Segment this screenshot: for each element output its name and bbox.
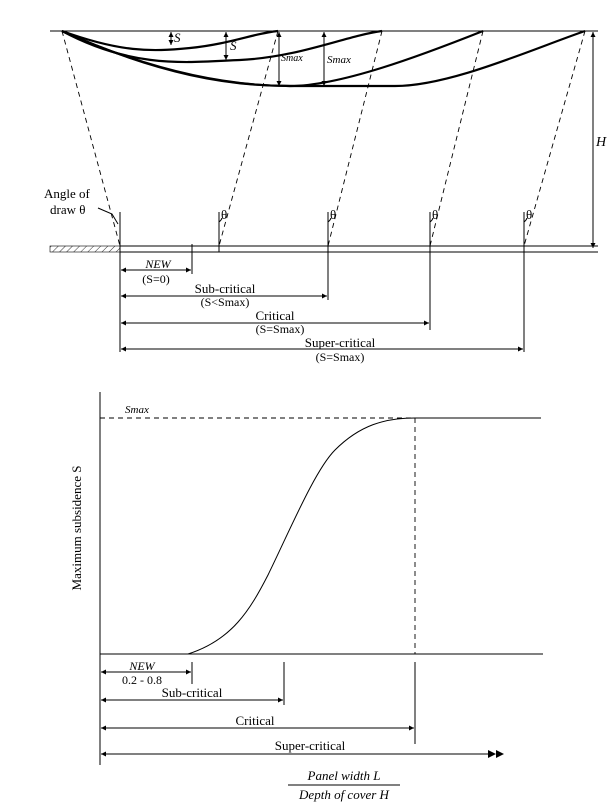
- range-critical-name: Critical: [256, 308, 295, 323]
- bottom-graph: Smax Maximum subsidence S NEW 0.2 - 0.8 …: [69, 392, 543, 802]
- draw-line-left: [61, 30, 121, 247]
- bottom-range-new-name: NEW: [128, 659, 155, 673]
- subsidence-curve: [187, 417, 541, 655]
- bottom-range-super-name: Super-critical: [275, 738, 346, 753]
- s-mid-label: S: [230, 38, 237, 53]
- theta-arc-super: [523, 217, 528, 223]
- theta-critical: θ: [432, 207, 438, 222]
- range-critical-cond: (S=Smax): [256, 322, 305, 336]
- trough-sub-critical-small: [61, 29, 279, 52]
- theta-new: θ: [221, 207, 227, 222]
- trough-critical: [61, 29, 484, 88]
- theta-arc-critical: [429, 217, 434, 223]
- range-new-cond: (S=0): [142, 272, 169, 286]
- smax-label: Smax: [125, 404, 149, 416]
- draw-line-new: [218, 30, 279, 247]
- theta-super: θ: [526, 207, 532, 222]
- draw-line-critical: [429, 30, 484, 247]
- x-axis-denominator: Depth of cover H: [298, 787, 390, 802]
- range-new-name: NEW: [144, 257, 171, 271]
- bottom-range-sub-name: Sub-critical: [162, 685, 223, 700]
- solid-coal-hatch: [49, 245, 121, 253]
- range-sub-cond: (S<Smax): [201, 295, 250, 309]
- bottom-range-new-value: 0.2 - 0.8: [122, 673, 162, 687]
- range-super-name: Super-critical: [305, 335, 376, 350]
- draw-line-sub: [327, 30, 383, 247]
- range-super-cond: (S=Smax): [316, 350, 365, 364]
- smax-label-2: Smax: [327, 54, 351, 66]
- bottom-range-super-arrowheads: [488, 750, 504, 758]
- depth-label: H: [595, 135, 607, 150]
- range-sub-name: Sub-critical: [195, 281, 256, 296]
- top-diagram: S S Smax Smax H θ θ θ: [44, 29, 607, 364]
- theta-sub: θ: [330, 207, 336, 222]
- theta-arc-new: [218, 217, 223, 223]
- s-small-label: S: [174, 30, 181, 45]
- smax-label-1: Smax: [281, 53, 303, 64]
- bottom-range-critical-name: Critical: [236, 713, 275, 728]
- theta-arc-sub: [327, 217, 332, 223]
- trough-super-critical: [61, 29, 586, 88]
- angle-of-draw-leader: [97, 207, 119, 225]
- angle-of-draw-line1: Angle of: [44, 186, 91, 201]
- draw-line-super: [523, 30, 586, 247]
- angle-of-draw-line2: draw θ: [50, 202, 85, 217]
- y-axis-label: Maximum subsidence S: [69, 466, 84, 591]
- x-axis-numerator: Panel width L: [307, 768, 381, 783]
